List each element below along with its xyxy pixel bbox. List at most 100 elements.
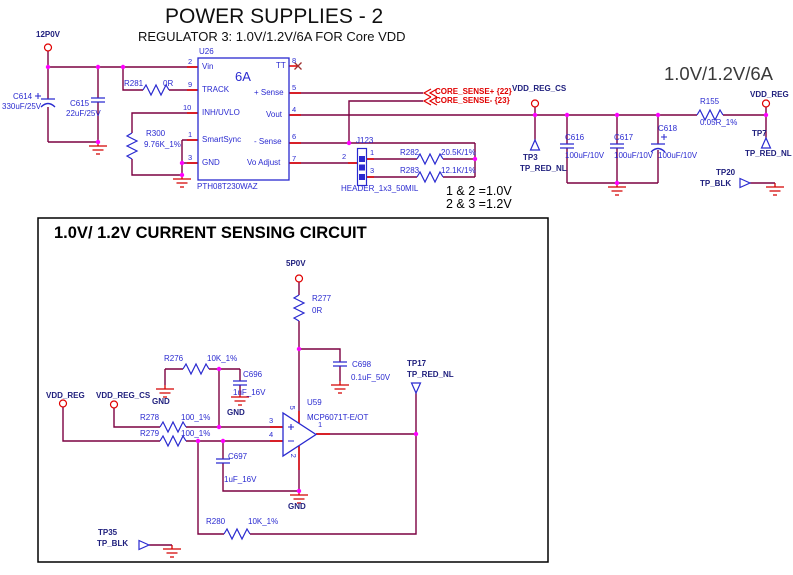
resistor-r276-icon: [182, 362, 210, 376]
capacitor-c696-icon: [233, 380, 247, 386]
r283-ref: R283: [400, 166, 420, 175]
capacitor-c617-icon: [610, 143, 624, 149]
u26-pin-num: 6: [292, 132, 297, 141]
port-vdd-reg-cs-icon: [530, 99, 540, 108]
tp3-type: TP_RED_NL: [520, 164, 567, 173]
tp20-arrow-icon: [739, 177, 752, 189]
u26-pin-num: 8: [292, 56, 297, 65]
u59-pin-num: 2: [288, 453, 298, 458]
j123-part: HEADER_1x3_50MIL: [341, 184, 419, 193]
jumper-note: 1 & 2 =1.0V: [446, 184, 512, 198]
resistor-r300-icon: [125, 132, 139, 160]
u59-pin-num: 4: [269, 430, 274, 439]
net-label-vdd-reg-cs-b: VDD_REG_CS: [96, 391, 151, 400]
r277-ref: R277: [312, 294, 332, 303]
r280-ref: R280: [206, 517, 226, 526]
tp17-type: TP_RED_NL: [407, 370, 454, 379]
u26-pin-num: 1: [188, 130, 193, 139]
net-label-12p0v: 12P0V: [36, 30, 61, 39]
resistor-r281-icon: [142, 83, 170, 97]
tp17-arrow-icon: [410, 382, 422, 395]
resistor-r279-icon: [159, 434, 187, 448]
c615-ref: C615: [70, 99, 90, 108]
u26-ref: U26: [199, 47, 214, 56]
tp35-ref: TP35: [98, 528, 118, 537]
net-label-5p0v: 5P0V: [286, 259, 306, 268]
no-connect-x-icon: [294, 62, 302, 70]
u59-part: MCP6071T-E/OT: [307, 413, 369, 422]
ground-symbols: [89, 142, 784, 558]
tp3-arrow-icon: [529, 138, 541, 151]
c618-value: 100uF/10V: [658, 151, 698, 160]
c698-ref: C698: [352, 360, 372, 369]
u26-pin-name: SmartSync: [202, 135, 242, 144]
c697-value: 1uF_16V: [224, 475, 257, 484]
port-5p0v-icon: [294, 274, 304, 283]
j123-ref: J123: [356, 136, 374, 145]
net-label-vdd-reg: VDD_REG: [750, 90, 789, 99]
pin-stubs: [187, 65, 374, 470]
tp35-type: TP_BLK: [97, 539, 129, 548]
u26-pin-name: GND: [202, 158, 220, 167]
r283-value: 12.1K/1%: [441, 166, 476, 175]
r278-ref: R278: [140, 413, 160, 422]
u59-ref: U59: [307, 398, 322, 407]
offpage-chevron-icons: [422, 88, 438, 106]
r155-ref: R155: [700, 97, 720, 106]
port-vdd-reg-b-icon: [58, 399, 68, 408]
c615-value: 22uF/25V: [66, 109, 101, 118]
u26-pin-name: INH/UVLO: [202, 108, 240, 117]
u26-pin-name: + Sense: [254, 88, 284, 97]
gnd-label: GND: [227, 408, 245, 417]
tp7-type: TP_RED_NL: [745, 149, 792, 158]
tp35-arrow-icon: [138, 539, 151, 551]
c698-value: 0.1uF_50V: [351, 373, 391, 382]
r282-value: 20.5K/1%: [441, 148, 476, 157]
capacitor-c615-icon: [91, 97, 105, 103]
tp17-ref: TP17: [407, 359, 427, 368]
resistor-r277-icon: [292, 294, 306, 322]
c614-ref: C614: [13, 92, 33, 101]
c616-value: 100uF/10V: [565, 151, 605, 160]
page-subtitle: REGULATOR 3: 1.0V/1.2V/6A FOR Core VDD: [138, 29, 406, 44]
gnd-label: GND: [152, 397, 170, 406]
u26-pin-num: 2: [188, 57, 193, 66]
c696-value: 1uF_16V: [233, 388, 266, 397]
jumper-note: 2 & 3 =1.2V: [446, 197, 512, 211]
capacitor-c697-icon: [216, 458, 230, 464]
r276-ref: R276: [164, 354, 184, 363]
page-title: POWER SUPPLIES - 2: [165, 5, 384, 28]
resistor-r280-icon: [223, 527, 251, 541]
gnd-label: GND: [288, 502, 306, 511]
u59-pin-num: 1: [318, 420, 323, 429]
resistor-r155-icon: [696, 108, 724, 122]
u59-pin-num: 5: [287, 405, 297, 410]
resistor-r282-icon: [416, 152, 444, 166]
u26-outline: [197, 57, 290, 181]
u26-pin-num: 5: [292, 83, 297, 92]
rating-callout: 1.0V/1.2V/6A: [664, 63, 774, 84]
r277-value: 0R: [312, 306, 323, 315]
u26-pin-num: 10: [183, 103, 192, 112]
capacitor-c618-icon: [650, 134, 667, 153]
r281-ref: R281: [124, 79, 144, 88]
c696-ref: C696: [243, 370, 263, 379]
port-vdd-reg-cs-b-icon: [109, 400, 119, 409]
capacitor-c698-icon: [333, 361, 347, 367]
c617-ref: C617: [614, 133, 634, 142]
u26-pin-num: 3: [188, 153, 193, 162]
resistor-r283-icon: [416, 170, 444, 184]
r282-ref: R282: [400, 148, 420, 157]
tp3-ref: TP3: [523, 153, 538, 162]
u26-pin-name: - Sense: [254, 137, 282, 146]
u26-pin-name: Vin: [202, 62, 214, 71]
header-j123-icon: [356, 147, 368, 187]
opamp-u59-icon: [282, 411, 318, 458]
u59-pin-num: 3: [269, 416, 274, 425]
capacitor-c616-icon: [560, 143, 574, 149]
tp20-type: TP_BLK: [700, 179, 732, 188]
c614-value: 330uF/25V: [2, 102, 42, 111]
u26-pin-num: 4: [292, 105, 297, 114]
net-label-vdd-reg-cs: VDD_REG_CS: [512, 84, 567, 93]
